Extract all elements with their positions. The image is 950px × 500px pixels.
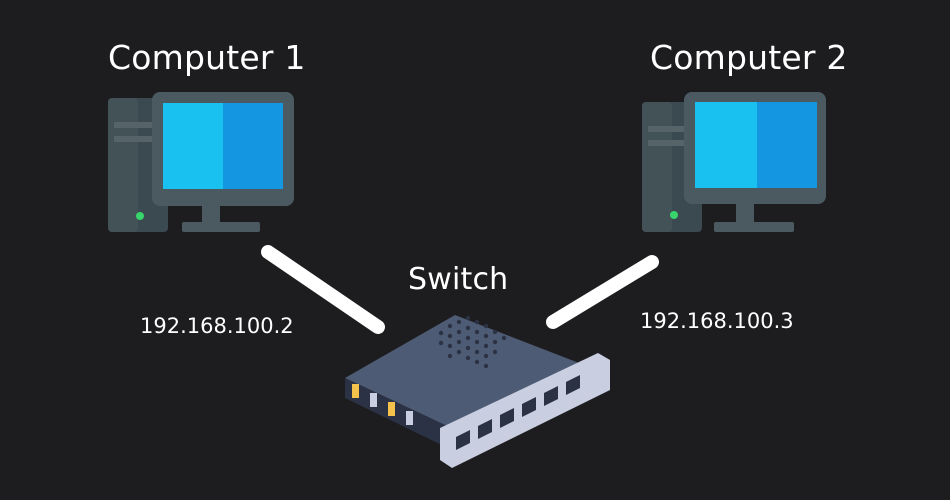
computer-1-ip: 192.168.100.2 [140, 314, 294, 338]
switch-top [345, 315, 592, 433]
port-led [352, 384, 359, 398]
vent-grid [438, 315, 507, 369]
desktop-computer-icon [108, 92, 294, 232]
monitor-screen-right [223, 103, 283, 189]
power-led [136, 212, 144, 220]
monitor-stand [202, 204, 220, 224]
computer-2-ip: 192.168.100.3 [640, 309, 794, 333]
computer-1-title: Computer 1 [108, 38, 306, 77]
port-led [406, 411, 413, 425]
desktop-computer-icon [642, 92, 826, 232]
monitor-base [182, 222, 260, 232]
network-switch-icon [345, 315, 610, 468]
cable-computer-1 [261, 245, 385, 334]
switch-title: Switch [408, 262, 509, 297]
computer-2-title: Computer 2 [650, 38, 848, 77]
monitor-screen-left [163, 103, 223, 189]
cable-computer-2 [546, 255, 659, 329]
port-led [388, 402, 395, 416]
ethernet-ports [456, 375, 580, 450]
port-led [370, 393, 377, 407]
